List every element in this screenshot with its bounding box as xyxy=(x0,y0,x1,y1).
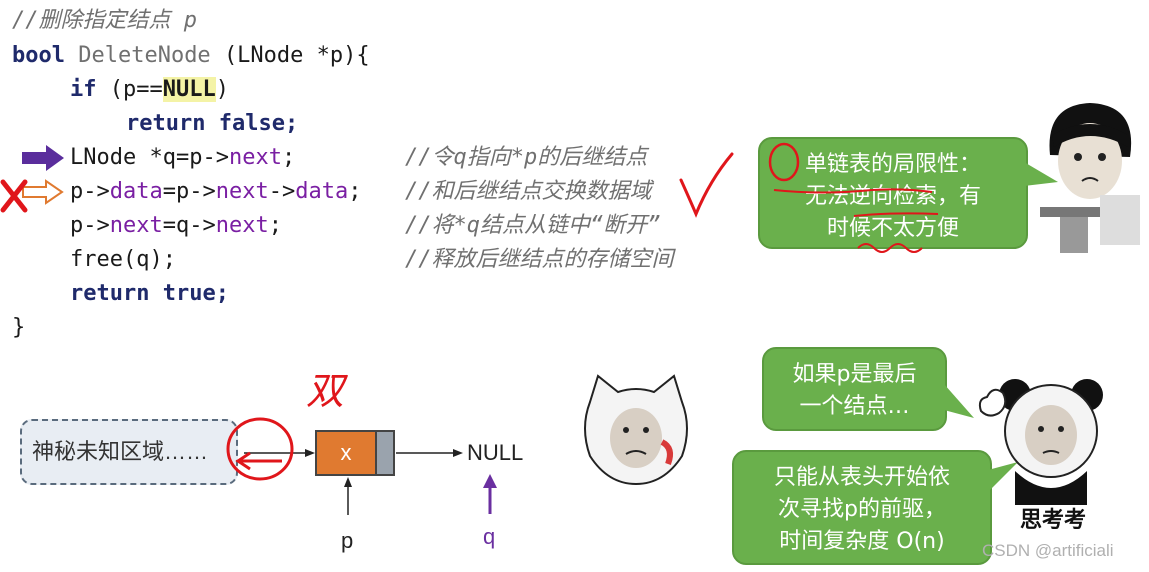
last-node-bubble: 如果p是最后 一个结点… xyxy=(762,347,947,431)
node-next-pointer-field xyxy=(375,430,395,476)
comment-q: //令q指向*p的后继结点 xyxy=(405,145,648,170)
meme-caption: 思考考 xyxy=(1020,507,1087,532)
search-line-2: 次寻找p的前驱， xyxy=(778,497,946,522)
search-bubble: 只能从表头开始依 次寻找p的前驱， 时间复杂度 O(n) xyxy=(732,450,992,565)
bubble-tail-icon xyxy=(944,384,974,418)
code-line-return-false: return false; xyxy=(126,111,299,136)
comment-data: //和后继结点交换数据域 xyxy=(405,179,652,204)
next-line-arrow-icon xyxy=(22,179,64,205)
mystery-region: 神秘未知区域…… xyxy=(20,419,238,485)
code-line-free: free(q); xyxy=(70,247,176,272)
bubble-tail-icon xyxy=(1024,162,1058,186)
last-node-line-1: 如果p是最后 xyxy=(792,362,917,387)
handwritten-shuang: 双 xyxy=(306,371,345,413)
code-close-brace: } xyxy=(12,315,26,340)
code-line-q: LNode *q=p->next; xyxy=(70,145,296,170)
comment-next: //将*q结点从链中“断开” xyxy=(405,213,661,238)
meme-bowlcut-icon xyxy=(1040,103,1140,253)
diagram-arrows-icon xyxy=(226,417,463,515)
q-arrow-icon xyxy=(483,474,497,514)
p-label: p xyxy=(341,528,354,553)
q-label: q xyxy=(483,524,496,549)
code-line-return-true: return true; xyxy=(70,281,229,306)
red-check-icon xyxy=(679,152,734,218)
last-node-line-2: 一个结点… xyxy=(799,394,910,419)
red-handwriting-icon xyxy=(768,142,939,253)
meme-panda-icon xyxy=(978,379,1103,505)
limitation-line-1: 单链表的局限性： xyxy=(804,152,981,177)
limitation-line-3: 时候不太方便 xyxy=(826,216,959,241)
limitation-bubble: 单链表的局限性： 无法逆向检索，有 时候不太方便 xyxy=(758,137,1028,249)
watermark: CSDN @artificiali xyxy=(982,541,1114,560)
code-line-signature: bool DeleteNode (LNode *p){ xyxy=(12,43,370,68)
code-line-data-swap: p->data=p->next->data; xyxy=(70,179,362,204)
search-line-3: 时间复杂度 O(n) xyxy=(779,529,945,554)
code-line-if: if (p==NULL) xyxy=(70,77,229,102)
comment-free: //释放后继结点的存储空间 xyxy=(405,247,674,272)
red-cross-icon xyxy=(0,179,28,213)
code-comment-title: //删除指定结点 p xyxy=(12,8,197,33)
search-line-1: 只能从表头开始依 xyxy=(773,465,950,490)
meme-cat-icon xyxy=(584,374,688,486)
bubble-tail-icon xyxy=(988,462,1018,492)
code-line-next: p->next=q->next; xyxy=(70,213,282,238)
current-line-arrow-icon xyxy=(22,145,64,171)
null-label: NULL xyxy=(467,440,524,465)
node-x: x xyxy=(315,430,377,476)
limitation-line-2: 无法逆向检索，有 xyxy=(804,184,981,209)
